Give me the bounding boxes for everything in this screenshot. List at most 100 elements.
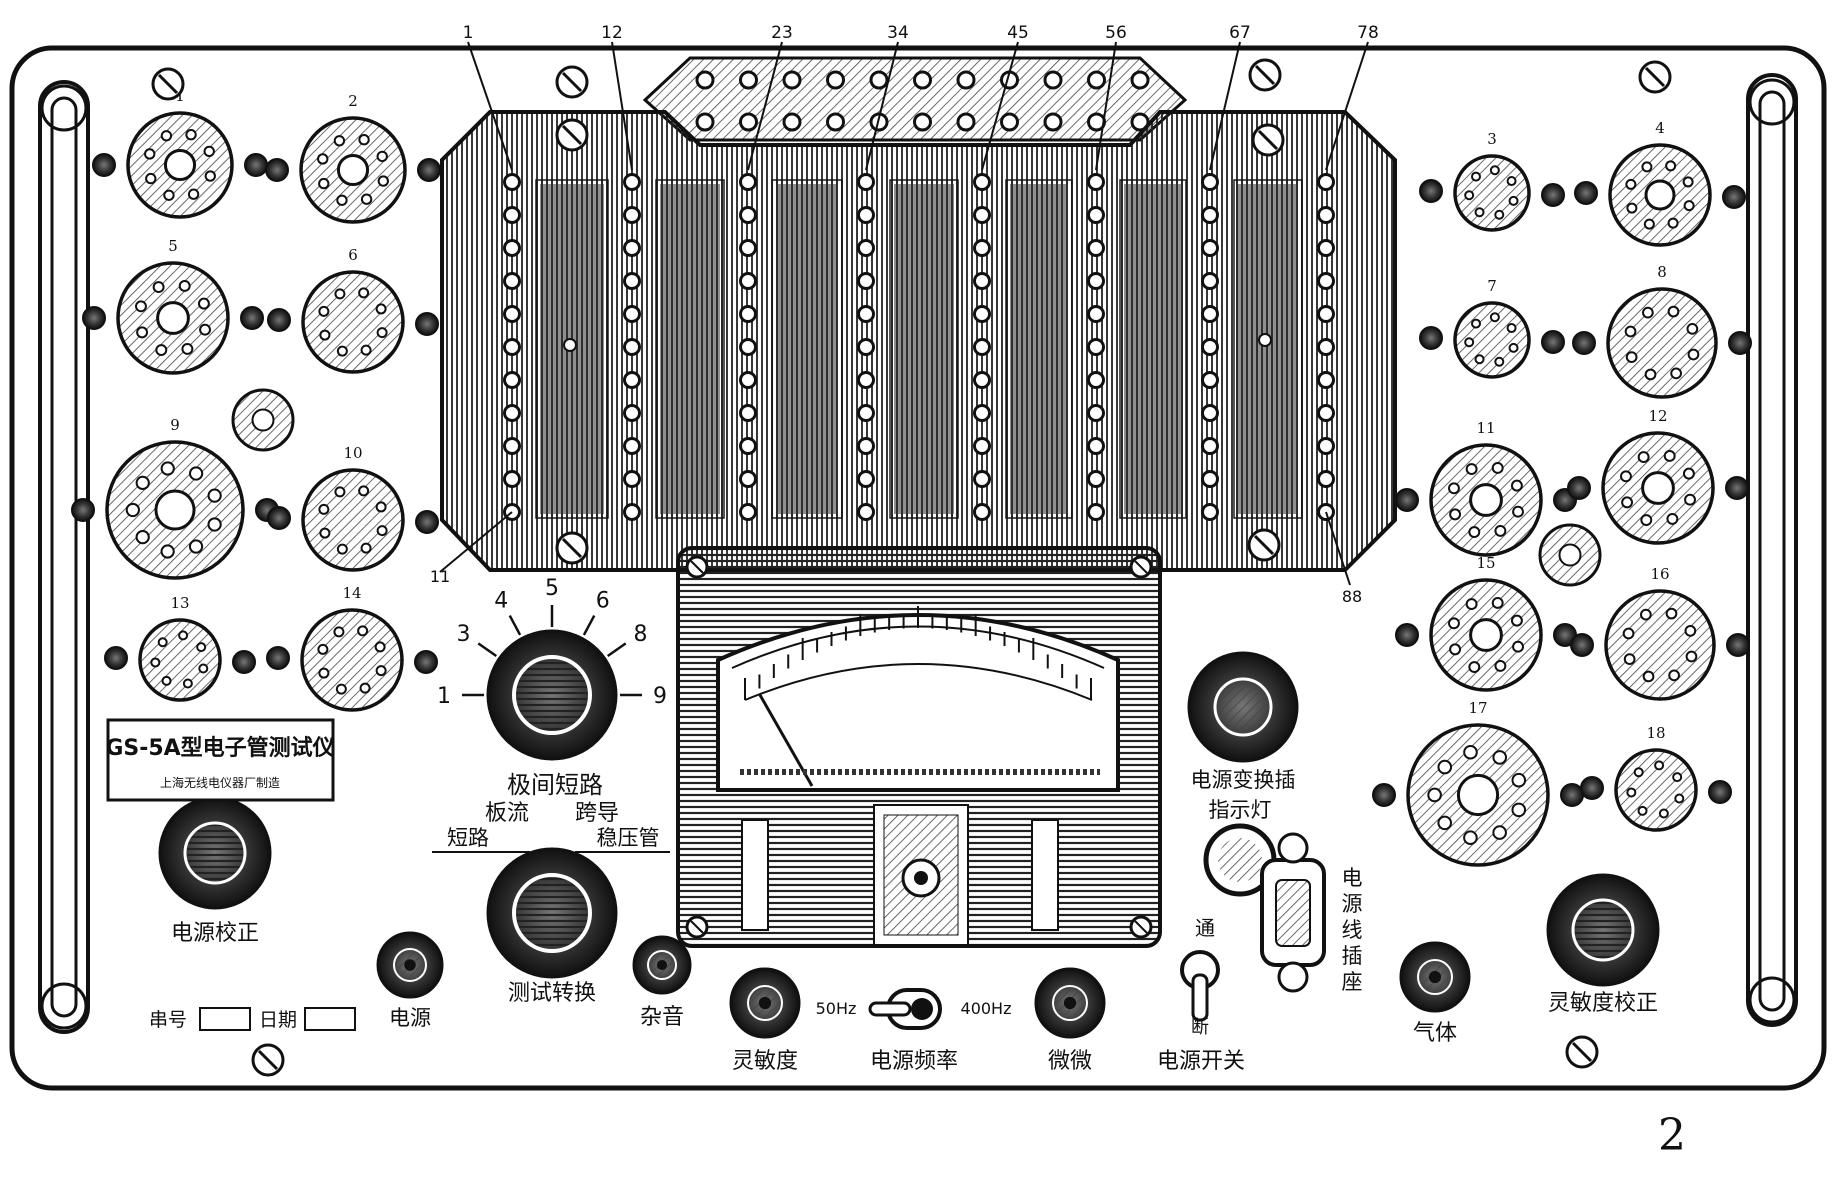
patch-jack[interactable] (857, 338, 875, 356)
patch-jack[interactable] (739, 272, 757, 290)
mini-socket[interactable] (231, 388, 295, 452)
patch-jack[interactable] (623, 404, 641, 422)
sens-cal-knob[interactable] (1546, 873, 1660, 987)
patch-jack[interactable] (503, 272, 521, 290)
patch-jack[interactable] (1087, 272, 1105, 290)
patch-jack[interactable] (1087, 404, 1105, 422)
tube-socket-7[interactable]: 7 (1419, 277, 1565, 379)
patch-jack[interactable] (973, 503, 991, 521)
patch-jack[interactable] (1201, 371, 1219, 389)
tube-socket-2[interactable]: 2 (265, 92, 441, 224)
patch-jack[interactable] (1201, 206, 1219, 224)
patch-jack[interactable] (503, 305, 521, 323)
tube-socket-14[interactable]: 14 (266, 584, 438, 712)
patch-jack[interactable] (973, 272, 991, 290)
patch-jack[interactable] (623, 305, 641, 323)
noise-jack[interactable] (632, 935, 692, 995)
patch-jack[interactable] (1087, 239, 1105, 257)
tube-socket-16[interactable]: 16 (1570, 565, 1750, 701)
tube-socket-3[interactable]: 3 (1419, 130, 1565, 232)
patch-jack[interactable] (1317, 404, 1335, 422)
patch-jack[interactable] (623, 206, 641, 224)
patch-jack[interactable] (1087, 206, 1105, 224)
patch-jack[interactable] (1087, 338, 1105, 356)
patch-jack[interactable] (1317, 437, 1335, 455)
patch-jack[interactable] (1201, 239, 1219, 257)
patch-jack[interactable] (739, 173, 757, 191)
patch-jack[interactable] (739, 206, 757, 224)
patch-jack[interactable] (739, 503, 757, 521)
patch-jack[interactable] (973, 173, 991, 191)
fine-tune-jack[interactable] (1034, 967, 1106, 1039)
gas-jack[interactable] (1399, 941, 1471, 1013)
patch-jack[interactable] (623, 371, 641, 389)
patch-jack[interactable] (739, 305, 757, 323)
patch-jack[interactable] (1201, 470, 1219, 488)
patch-jack[interactable] (739, 437, 757, 455)
patch-jack[interactable] (973, 371, 991, 389)
tube-socket-11[interactable]: 11 (1395, 419, 1577, 557)
patch-jack[interactable] (1201, 272, 1219, 290)
patch-jack[interactable] (1317, 371, 1335, 389)
patch-jack[interactable] (503, 437, 521, 455)
power-change-plug-knob[interactable] (1187, 651, 1299, 763)
tube-socket-1[interactable]: 1 (92, 87, 268, 219)
patch-jack[interactable] (623, 239, 641, 257)
patch-jack[interactable] (1201, 338, 1219, 356)
freq-toggle[interactable] (868, 988, 942, 1030)
patch-jack[interactable] (739, 239, 757, 257)
patch-jack[interactable] (739, 371, 757, 389)
tube-socket-6[interactable]: 6 (267, 246, 439, 374)
tube-socket-5[interactable]: 5 (82, 237, 264, 375)
patch-jack[interactable] (503, 404, 521, 422)
patch-jack[interactable] (857, 503, 875, 521)
patch-jack[interactable] (1087, 503, 1105, 521)
patch-jack[interactable] (857, 173, 875, 191)
patch-jack[interactable] (623, 470, 641, 488)
tube-socket-10[interactable]: 10 (267, 444, 439, 572)
patch-jack[interactable] (1201, 305, 1219, 323)
patch-jack[interactable] (503, 371, 521, 389)
patch-jack[interactable] (857, 206, 875, 224)
patch-jack[interactable] (973, 239, 991, 257)
patch-jack[interactable] (1317, 470, 1335, 488)
patch-jack[interactable] (503, 206, 521, 224)
patch-jack[interactable] (1201, 437, 1219, 455)
patch-jack[interactable] (1317, 239, 1335, 257)
patch-jack[interactable] (973, 437, 991, 455)
patch-jack[interactable] (503, 173, 521, 191)
patch-jack[interactable] (973, 206, 991, 224)
tube-socket-17[interactable]: 17 (1372, 699, 1584, 867)
patch-jack[interactable] (1201, 173, 1219, 191)
patch-jack[interactable] (1317, 272, 1335, 290)
patch-jack[interactable] (503, 239, 521, 257)
patch-jack[interactable] (1087, 305, 1105, 323)
power-cal-knob[interactable] (158, 796, 272, 910)
patch-jack[interactable] (623, 338, 641, 356)
patch-jack[interactable] (1087, 437, 1105, 455)
patch-jack[interactable] (1317, 173, 1335, 191)
patch-jack[interactable] (503, 338, 521, 356)
patch-jack[interactable] (1201, 404, 1219, 422)
patch-jack[interactable] (739, 338, 757, 356)
range-selector-knob[interactable] (486, 629, 618, 761)
patch-jack[interactable] (1087, 371, 1105, 389)
patch-jack[interactable] (623, 272, 641, 290)
patch-jack[interactable] (1317, 338, 1335, 356)
mini-socket[interactable] (1538, 523, 1602, 587)
tube-socket-18[interactable]: 18 (1580, 724, 1732, 832)
tube-socket-9[interactable]: 9 (71, 416, 279, 580)
tube-socket-15[interactable]: 15 (1395, 554, 1577, 692)
tube-socket-13[interactable]: 13 (104, 594, 256, 702)
power-jack[interactable] (376, 931, 444, 999)
patch-jack[interactable] (739, 404, 757, 422)
tube-socket-8[interactable]: 8 (1572, 263, 1752, 399)
patch-jack[interactable] (503, 470, 521, 488)
power-cord-socket[interactable] (1260, 832, 1326, 993)
patch-jack[interactable] (857, 239, 875, 257)
patch-jack[interactable] (1087, 173, 1105, 191)
power-toggle[interactable] (1180, 950, 1220, 1022)
patch-jack[interactable] (857, 437, 875, 455)
tube-socket-12[interactable]: 12 (1567, 407, 1749, 545)
patch-jack[interactable] (973, 470, 991, 488)
